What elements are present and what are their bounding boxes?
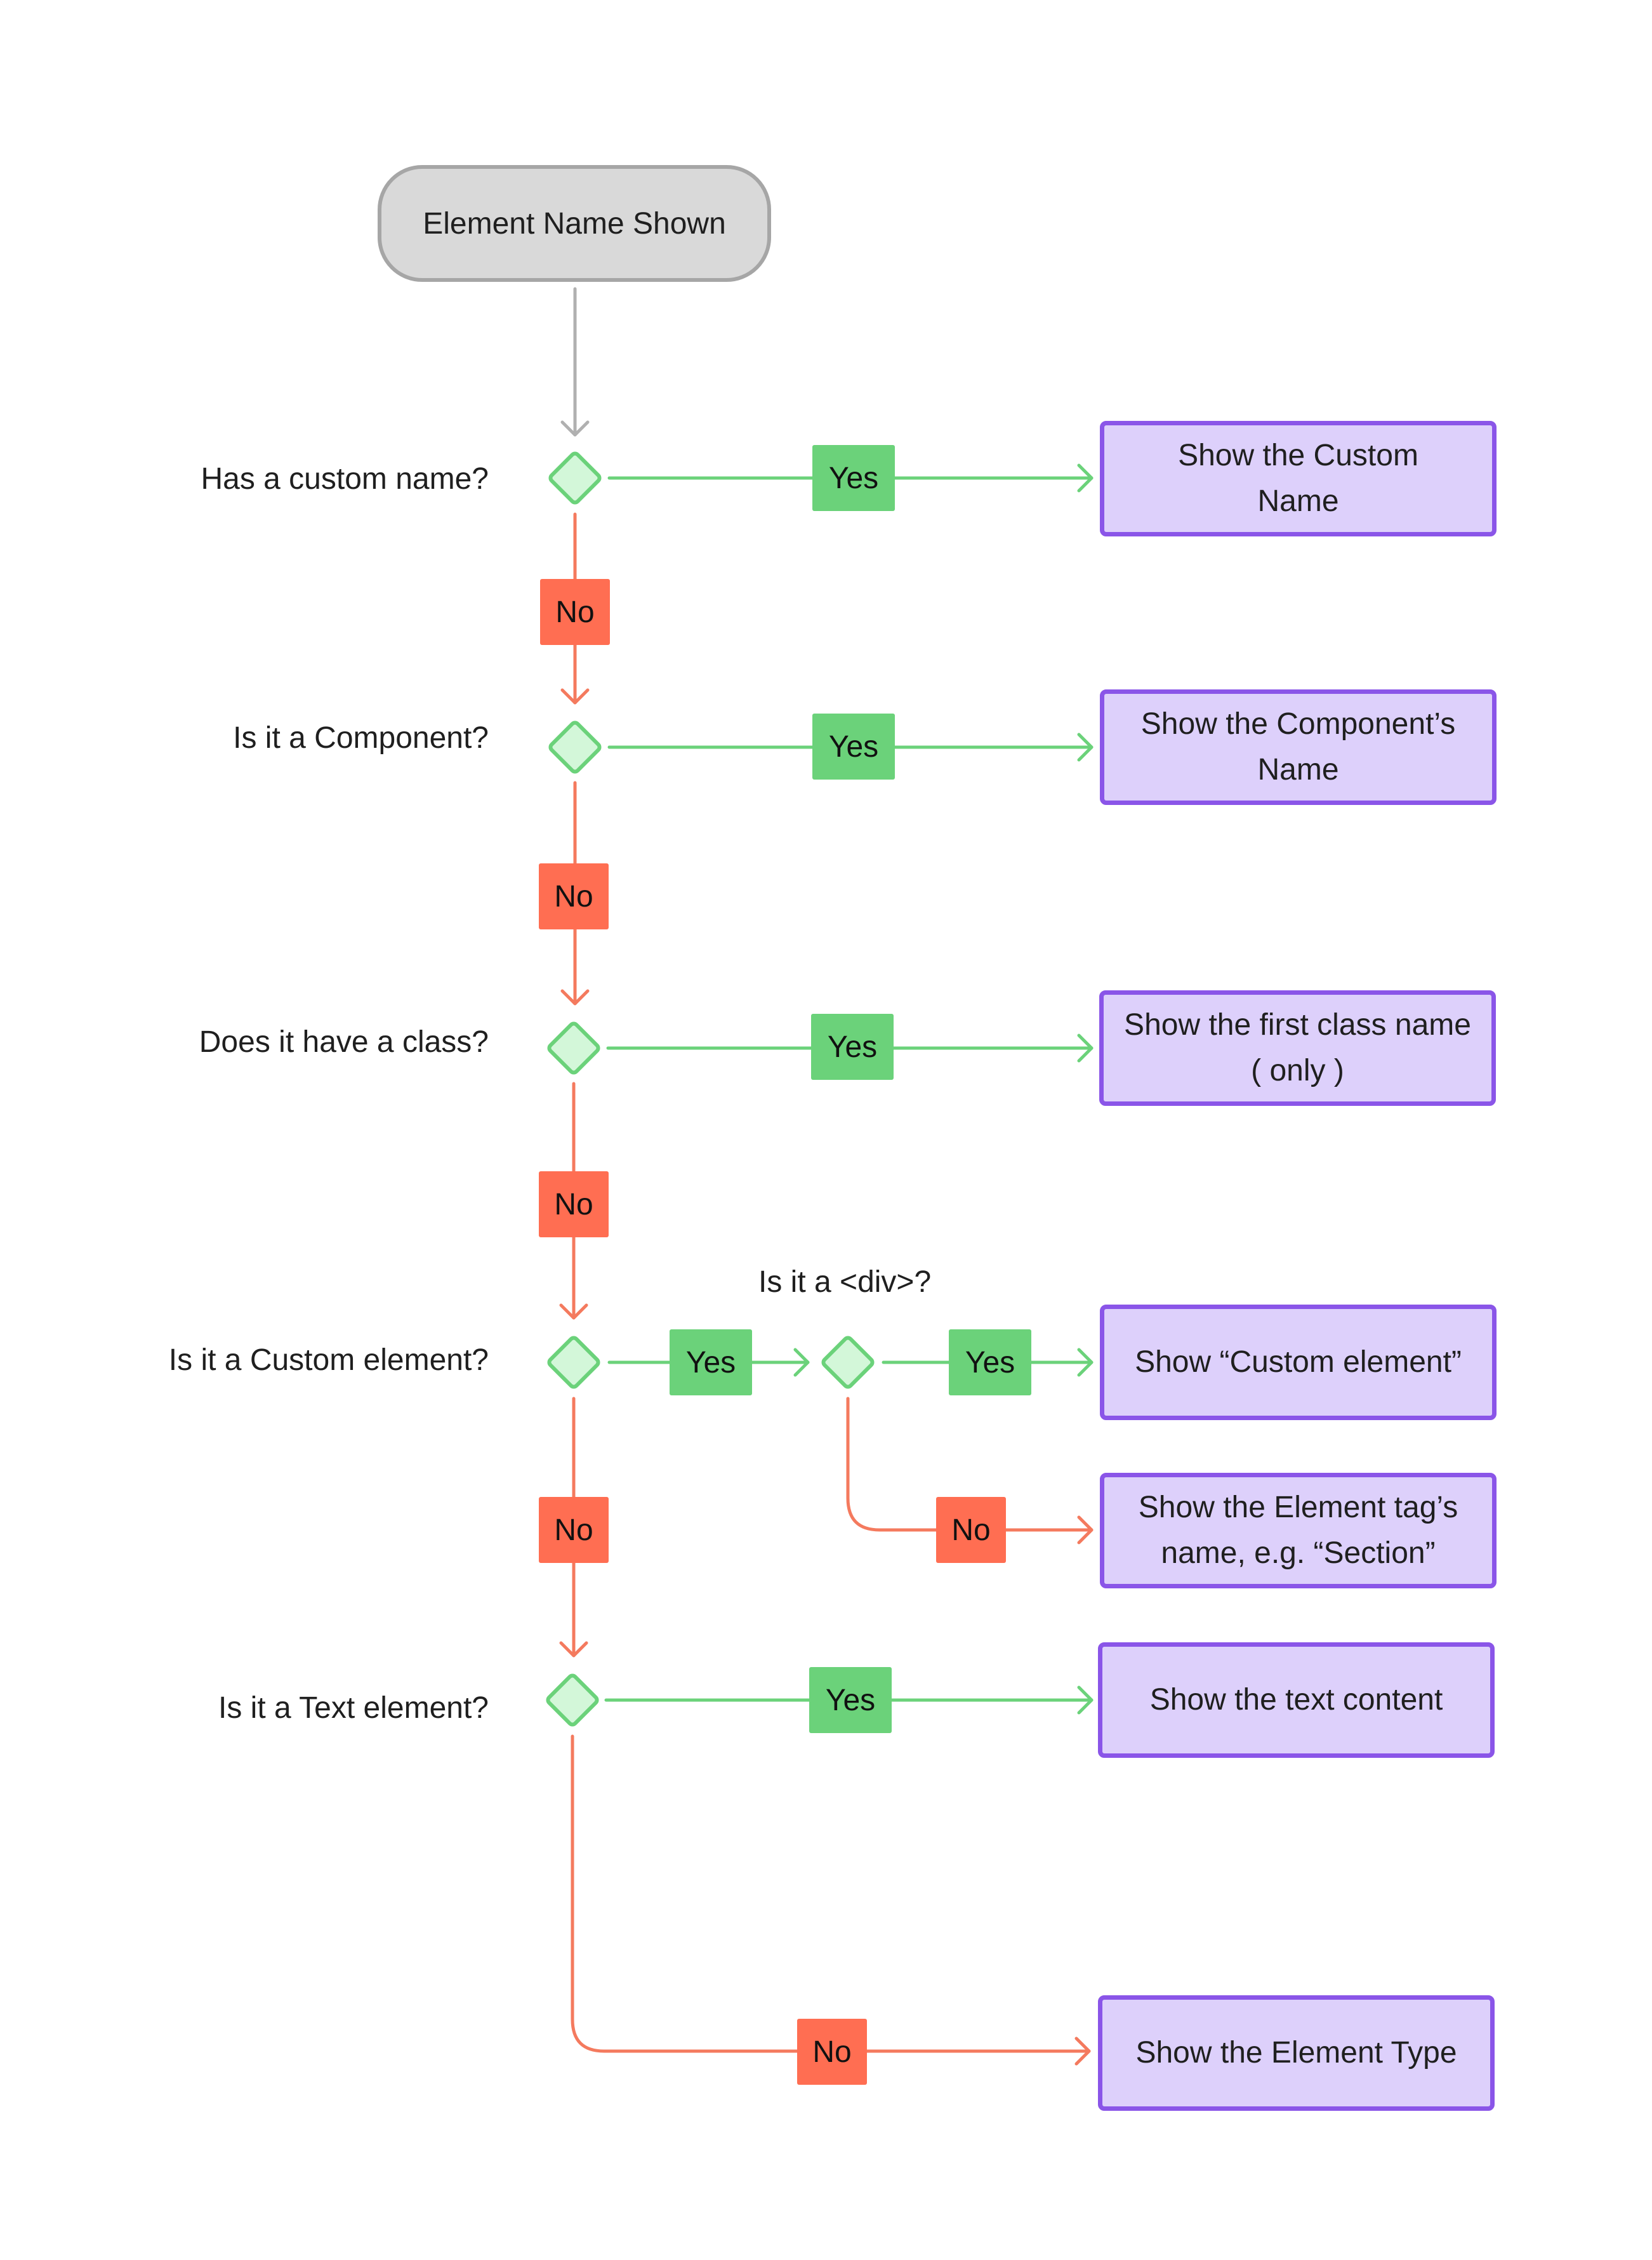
- no-arrowhead-div: [1077, 1515, 1094, 1545]
- decision-diamond-div: [821, 1336, 875, 1389]
- result-line: Show “Custom element”: [1135, 1345, 1462, 1379]
- no-line-5: [571, 1734, 1091, 2053]
- yes-badge-5: Yes: [809, 1667, 892, 1733]
- decision-diamond-1: [548, 451, 602, 505]
- no-badge-1: No: [540, 579, 610, 645]
- yes-badge-2: Yes: [812, 714, 895, 780]
- no-badge-4: No: [539, 1497, 609, 1563]
- yes-arrowhead-5: [1077, 1685, 1094, 1715]
- question-custom-element: Is it a Custom element?: [168, 1343, 489, 1377]
- result-element-tag: Show the Element tag’s name, e.g. “Sectio…: [1100, 1473, 1497, 1588]
- result-line: Show the Component’s: [1140, 707, 1456, 741]
- result-element-type: Show the Element Type: [1098, 1995, 1495, 2111]
- no-badge-2: No: [539, 863, 609, 929]
- start-node: Element Name Shown: [378, 165, 771, 282]
- yes-badge-4b: Yes: [949, 1329, 1031, 1395]
- result-line: Show the Element tag’s: [1138, 1491, 1458, 1524]
- question-text-element: Is it a Text element?: [218, 1691, 489, 1725]
- result-line: name, e.g. “Section”: [1161, 1536, 1436, 1570]
- no-arrowhead-4: [559, 1641, 588, 1658]
- yes-badge-1: Yes: [812, 445, 895, 511]
- result-text-content: Show the text content: [1098, 1642, 1495, 1758]
- yes-arrowhead-2: [1077, 733, 1094, 762]
- no-arrowhead-5: [1074, 2037, 1091, 2066]
- yes-badge-4a: Yes: [670, 1329, 752, 1395]
- result-line: Show the Custom: [1178, 439, 1418, 472]
- yes-arrowhead-1: [1077, 463, 1094, 493]
- yes-arrowhead-3: [1077, 1034, 1094, 1063]
- decision-diamond-4: [547, 1336, 600, 1389]
- no-arrowhead-2: [560, 989, 590, 1006]
- result-first-class: Show the first class name ( only ): [1099, 990, 1496, 1106]
- result-line: Show the first class name: [1124, 1008, 1471, 1042]
- result-custom-element: Show “Custom element”: [1100, 1305, 1497, 1420]
- yes-arrowhead-4a: [793, 1348, 810, 1377]
- no-arrowhead-3: [559, 1303, 588, 1320]
- question-component: Is it a Component?: [233, 721, 489, 755]
- no-badge-div: No: [936, 1497, 1006, 1563]
- decision-diamond-2: [548, 721, 602, 774]
- no-arrowhead-1: [560, 688, 590, 705]
- result-line: Name: [1257, 484, 1339, 518]
- decision-diamond-3: [547, 1021, 600, 1075]
- no-badge-3: No: [539, 1171, 609, 1237]
- question-class: Does it have a class?: [199, 1025, 489, 1059]
- yes-badge-3: Yes: [811, 1014, 894, 1080]
- question-custom-name: Has a custom name?: [201, 462, 489, 496]
- result-line: Show the Element Type: [1135, 2036, 1457, 2070]
- yes-arrowhead-4b: [1077, 1348, 1094, 1377]
- decision-diamond-5: [546, 1673, 599, 1727]
- question-div: Is it a <div>?: [758, 1265, 932, 1299]
- result-line: ( only ): [1251, 1054, 1344, 1087]
- no-badge-5: No: [797, 2019, 867, 2085]
- no-line-div: [846, 1397, 1094, 1532]
- start-label: Element Name Shown: [423, 206, 726, 241]
- start-arrowhead: [560, 420, 590, 437]
- result-line: Show the text content: [1149, 1683, 1443, 1717]
- result-line: Name: [1257, 753, 1339, 787]
